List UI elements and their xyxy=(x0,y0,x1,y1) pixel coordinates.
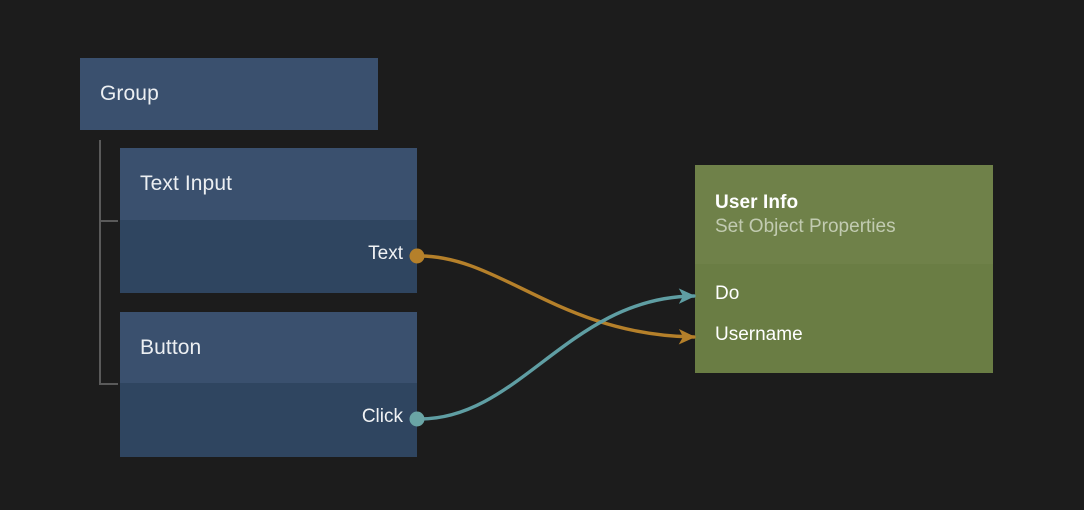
group-bracket-stub-button xyxy=(99,383,118,385)
group-bracket-stub-text-input xyxy=(99,220,118,222)
node-button-title: Button xyxy=(140,335,202,359)
node-text-input-body: Text xyxy=(120,220,417,293)
node-text-input-header[interactable]: Text Input xyxy=(120,148,417,220)
group-bracket-vertical-line xyxy=(99,140,101,383)
edge-text-to-username[interactable] xyxy=(418,254,696,345)
node-text-input-title: Text Input xyxy=(140,172,233,195)
node-button-header[interactable]: Button xyxy=(120,312,417,383)
output-port-label-click[interactable]: Click xyxy=(361,406,403,427)
node-group-title: Group xyxy=(100,82,159,105)
node-button-body: Click xyxy=(120,383,417,457)
input-port-label-username[interactable]: Username xyxy=(715,324,803,345)
node-user-info-subtitle: Set Object Properties xyxy=(715,215,896,237)
node-user-info-body: Do Username xyxy=(695,264,993,373)
node-user-info-header[interactable]: User Info Set Object Properties xyxy=(695,165,993,264)
node-group-header[interactable]: Group xyxy=(80,58,378,130)
input-port-label-do[interactable]: Do xyxy=(715,283,740,304)
node-button[interactable]: Button Click xyxy=(120,312,417,457)
output-port-label-text[interactable]: Text xyxy=(368,243,403,264)
node-user-info-title: User Info xyxy=(715,191,799,213)
node-text-input[interactable]: Text Input Text xyxy=(120,148,417,293)
node-user-info[interactable]: User Info Set Object Properties Do Usern… xyxy=(695,165,993,373)
edge-click-to-do[interactable] xyxy=(418,288,696,421)
node-group[interactable]: Group xyxy=(80,58,378,130)
